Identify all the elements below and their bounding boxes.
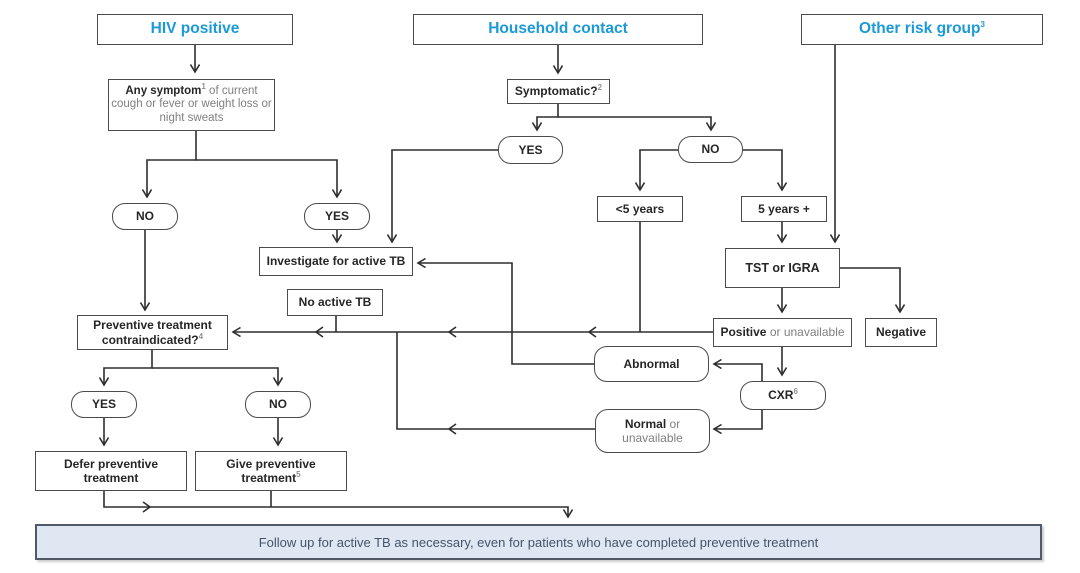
chevron-left-icon <box>447 326 457 338</box>
edge-any-symptom-split-right-yes <box>196 159 337 197</box>
label: CXR6 <box>768 387 798 403</box>
header-hiv-positive: HIV positive <box>97 14 293 45</box>
flow-direction-chevrons <box>142 326 597 513</box>
edge-no-to-5plus <box>743 149 782 190</box>
edge-normal-to-mainline <box>396 332 595 430</box>
label: <5 years <box>615 201 665 216</box>
node-cxr-abnormal: Abnormal <box>594 346 709 382</box>
node-give-preventive-treatment: Give preventive treatment5 <box>195 451 347 491</box>
label: Positive or unavailable <box>720 325 845 340</box>
node-under-5-years: <5 years <box>597 196 683 222</box>
label: Abnormal <box>623 356 680 371</box>
header-other-risk-group-label: Other risk group3 <box>859 20 985 38</box>
node-cxr: CXR6 <box>740 381 826 410</box>
label: YES <box>324 209 349 224</box>
label: YES <box>91 397 116 412</box>
chevron-left-icon <box>447 423 457 435</box>
header-household-contact-label: Household contact <box>488 20 628 38</box>
followup-banner-label: Follow up for active TB as necessary, ev… <box>258 534 819 550</box>
chevron-left-icon <box>587 326 597 338</box>
node-any-symptom-text: Any symptom1 of current cough or fever o… <box>111 81 272 124</box>
footnote-4: 4 <box>198 331 204 341</box>
edge-any-symptom-split-left-no <box>147 131 197 197</box>
edge-contraindicated-split-left-yes <box>104 350 153 385</box>
header-household-contact: Household contact <box>413 14 703 45</box>
node-cxr-normal-or-unavailable: Normal or unavailable <box>595 409 710 453</box>
node-any-symptom: Any symptom1 of current cough or fever o… <box>108 79 275 131</box>
chevron-left-icon <box>314 326 324 338</box>
label: Give preventive treatment5 <box>226 456 316 485</box>
edge-cxr-to-abnormal <box>714 364 763 381</box>
node-symptomatic-no: NO <box>678 136 743 163</box>
followup-banner: Follow up for active TB as necessary, ev… <box>35 524 1042 560</box>
edge-symptomatic-yes-to-investigate <box>392 149 498 242</box>
label: No active TB <box>298 295 372 310</box>
header-hiv-positive-label: HIV positive <box>150 20 240 38</box>
edge-defer-to-followup <box>103 491 568 517</box>
node-defer-preventive-treatment: Defer preventive treatment <box>35 451 187 491</box>
footnote-2: 2 <box>597 83 603 93</box>
edge-symptomatic-split-right-no <box>558 116 711 130</box>
label: Preventive treatment contraindicated?4 <box>93 318 212 347</box>
edge-symptomatic-split-left-yes <box>537 104 559 130</box>
label: Investigate for active TB <box>266 254 406 269</box>
edge-no-to-under5 <box>640 149 678 190</box>
node-positive-or-unavailable: Positive or unavailable <box>713 318 852 347</box>
node-symptomatic-text: Symptomatic?2 <box>514 83 603 99</box>
node-negative: Negative <box>865 318 937 347</box>
label: NO <box>701 142 720 157</box>
node-contraindicated-yes: YES <box>71 391 137 418</box>
footnote-6: 6 <box>793 387 798 397</box>
node-symptomatic: Symptomatic?2 <box>507 79 610 104</box>
label: Negative <box>875 325 927 340</box>
edge-cxr-to-normal <box>714 410 763 429</box>
footnote-3: 3 <box>980 20 985 30</box>
node-5-years-plus: 5 years + <box>741 196 827 222</box>
label: NO <box>136 209 154 224</box>
label: TST or IGRA <box>745 260 820 275</box>
node-hiv-symptom-no: NO <box>112 203 178 230</box>
label: NO <box>269 397 287 412</box>
edge-contraindicated-split-right-no <box>152 367 278 385</box>
footnote-1: 1 <box>201 81 206 91</box>
node-preventive-treatment-contraindicated: Preventive treatment contraindicated?4 <box>77 315 228 350</box>
label: Normal or unavailable <box>622 416 683 445</box>
header-other-risk-group: Other risk group3 <box>801 14 1043 45</box>
node-no-active-tb: No active TB <box>287 289 383 316</box>
footnote-5: 5 <box>296 470 301 479</box>
node-symptomatic-yes: YES <box>498 136 563 164</box>
chevron-right-icon <box>142 501 152 513</box>
node-hiv-symptom-yes: YES <box>304 203 370 230</box>
node-contraindicated-no: NO <box>245 391 311 418</box>
edge-abnormal-to-investigate <box>418 263 594 365</box>
label: Defer preventive treatment <box>63 456 159 485</box>
label: 5 years + <box>758 201 810 216</box>
label: YES <box>518 142 543 157</box>
edge-tst-to-negative <box>840 267 900 312</box>
node-investigate-active-tb: Investigate for active TB <box>259 247 413 276</box>
node-tst-or-igra: TST or IGRA <box>725 248 840 288</box>
